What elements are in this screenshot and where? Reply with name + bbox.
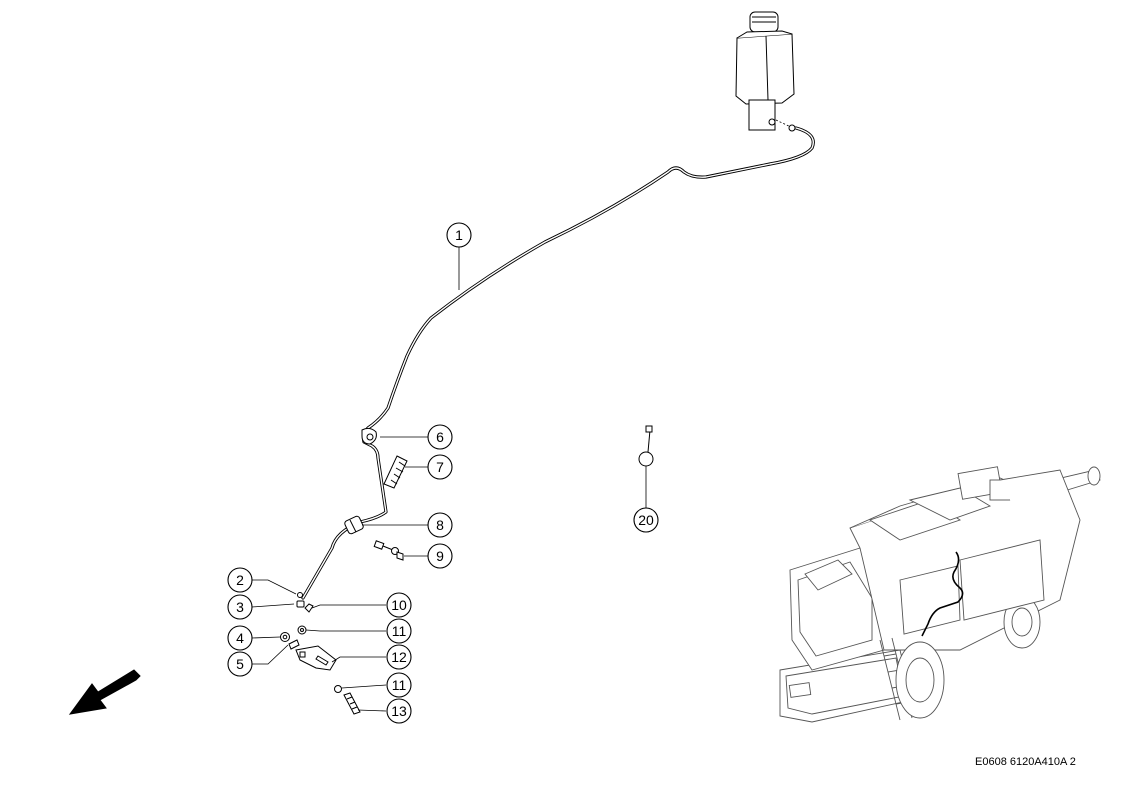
coupling-part	[344, 515, 364, 535]
callout-2[interactable]: 2	[227, 567, 253, 593]
cable-tie-icon	[638, 425, 654, 467]
callout-4[interactable]: 4	[227, 625, 253, 651]
callout-label: 6	[436, 429, 444, 445]
protective-spiral-part	[383, 455, 408, 489]
callout-label: 11	[392, 623, 407, 639]
direction-arrow-icon	[68, 669, 141, 715]
reservoir-icon	[735, 11, 795, 131]
callout-10[interactable]: 10	[386, 592, 412, 618]
callout-label: 3	[236, 599, 244, 615]
callout-label: 20	[638, 512, 654, 528]
callout-11-lower[interactable]: 11	[386, 672, 412, 698]
callout-label: 9	[436, 548, 444, 564]
combine-harvester-icon	[779, 466, 1101, 723]
leader-lines	[251, 247, 647, 712]
callout-label: 2	[236, 572, 244, 588]
callout-label: 4	[236, 630, 244, 646]
callout-12[interactable]: 12	[386, 644, 412, 670]
callout-5[interactable]: 5	[227, 651, 253, 677]
callout-label: 13	[391, 703, 407, 719]
callout-11-upper[interactable]: 11	[386, 618, 412, 644]
callout-label: 5	[236, 656, 244, 672]
bolt-nut-part	[373, 540, 404, 561]
clip-part	[361, 427, 377, 445]
hose-line-icon	[301, 124, 815, 600]
callout-label: 1	[455, 227, 463, 243]
callout-label: 12	[391, 649, 407, 665]
drawing-code-label: E0608 6120A410A 2	[975, 756, 1076, 768]
callout-label: 10	[391, 597, 407, 613]
small-fittings	[280, 592, 361, 715]
callout-label: 7	[436, 459, 444, 475]
callout-7[interactable]: 7	[427, 454, 453, 480]
callout-13[interactable]: 13	[386, 698, 412, 724]
callout-20[interactable]: 20	[633, 507, 659, 533]
callout-9[interactable]: 9	[427, 543, 453, 569]
callout-6[interactable]: 6	[427, 424, 453, 450]
callout-3[interactable]: 3	[227, 594, 253, 620]
callout-8[interactable]: 8	[427, 512, 453, 538]
callout-1[interactable]: 1	[446, 222, 472, 248]
callout-label: 11	[392, 677, 407, 693]
callout-label: 8	[436, 517, 444, 533]
